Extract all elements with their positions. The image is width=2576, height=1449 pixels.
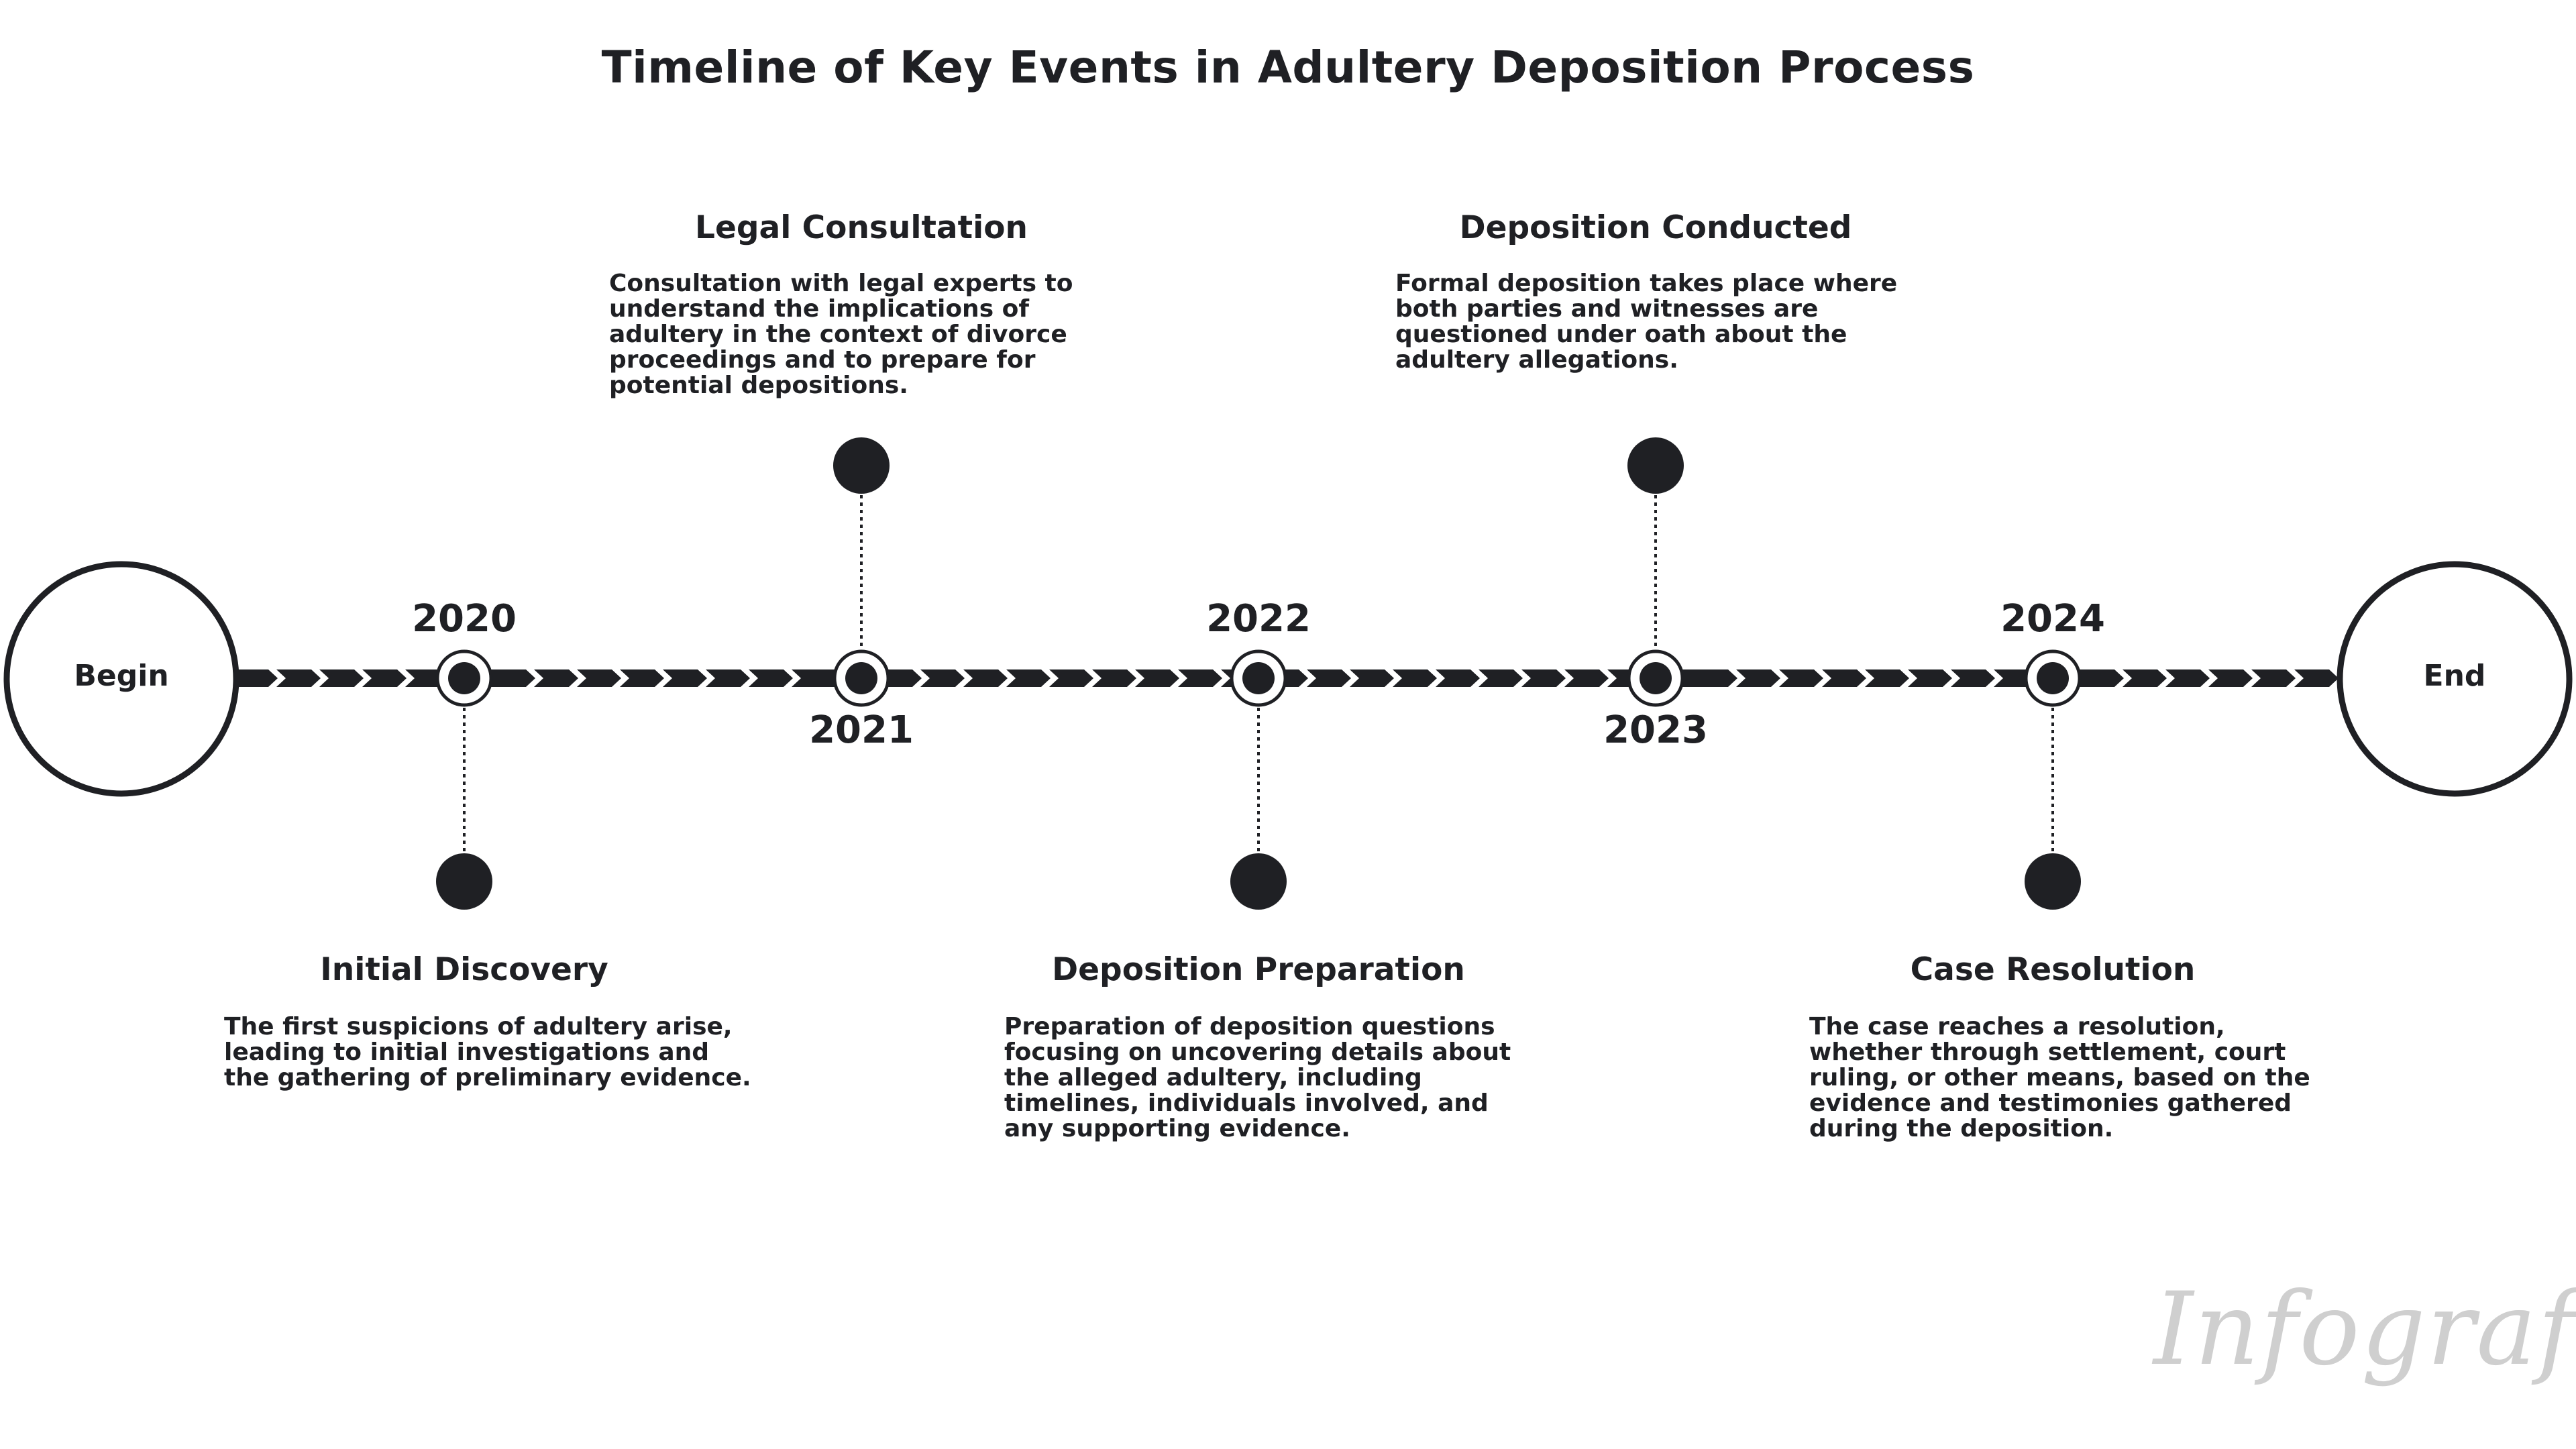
event-desc-case-resolution: The case reaches a resolution, whether t… [1809,1013,2310,1142]
track-chevron [1900,669,1917,687]
track-chevron [2114,669,2132,687]
year-2021: 2021 [809,708,914,752]
timeline-connectors [463,466,2054,881]
track-chevron [1556,669,1574,687]
track-chevron [526,669,543,687]
track-chevron [1599,669,1617,687]
track-chevron [569,669,586,687]
track-chevron [1385,669,1402,687]
track-chevron [397,669,415,687]
track-chevron [1342,669,1359,687]
track-chevron [1728,669,1746,687]
track-chevron [1127,669,1144,687]
track-chevron [998,669,1016,687]
track-chevron [1170,669,1187,687]
event-title-case-resolution: Case Resolution [1910,951,2196,988]
track-chevron [311,669,329,687]
event-marker-dot [833,437,890,494]
track-chevron [912,669,930,687]
track-chevron [1428,669,1445,687]
track-chevron [1943,669,1960,687]
track-chevron [1771,669,1788,687]
event-title-deposition-conducted: Deposition Conducted [1459,209,1852,246]
event-marker-dot [1230,853,1287,910]
track-chevron [1814,669,1831,687]
track-chevron [1470,669,1488,687]
track-chevron [698,669,715,687]
track-chevron [2286,669,2304,687]
timeline-chevrons [268,669,2347,687]
track-chevron [784,669,801,687]
track-chevron [955,669,973,687]
year-2024: 2024 [2000,597,2105,641]
infografix-watermark-logo: InfografiX [2153,1271,2576,1388]
track-chevron [1213,669,1230,687]
begin-label: Begin [74,659,169,693]
page-title: Timeline of Key Events in Adultery Depos… [601,42,1975,93]
event-desc-deposition-conducted: Formal deposition takes place where both… [1395,270,1898,374]
track-chevron [1986,669,2003,687]
begin-circle [3,561,239,797]
event-title-deposition-preparation: Deposition Preparation [1052,951,1465,988]
track-chevron [1299,669,1316,687]
end-circle [2337,561,2573,797]
event-title-legal-consultation: Legal Consultation [695,209,1028,246]
timeline-node-center [845,662,877,694]
timeline-node-center [1640,662,1672,694]
track-chevron [2243,669,2261,687]
event-desc-legal-consultation: Consultation with legal experts to under… [609,270,1073,399]
event-marker-dot [436,853,492,910]
track-chevron [1084,669,1102,687]
year-2020: 2020 [412,597,517,641]
timeline-node-center [1242,662,1275,694]
watermark-text: InfografiX [2153,1271,2576,1388]
event-marker-dot [1627,437,1684,494]
event-desc-initial-discovery: The first suspicions of adultery arise, … [224,1013,751,1091]
track-chevron [2157,669,2175,687]
event-desc-deposition-preparation: Preparation of deposition questions focu… [1004,1013,1511,1142]
timeline-node-center [448,662,480,694]
track-chevron [1857,669,1874,687]
track-chevron [1041,669,1059,687]
year-2023: 2023 [1603,708,1708,752]
track-chevron [1513,669,1531,687]
track-chevron [741,669,758,687]
track-chevron [354,669,372,687]
track-chevron [655,669,672,687]
year-2022: 2022 [1206,597,1311,641]
end-label: End [2423,659,2486,693]
track-chevron [268,669,286,687]
timeline-nodes [435,437,2082,910]
timeline-track [228,669,2348,687]
event-title-initial-discovery: Initial Discovery [320,951,608,988]
track-chevron [612,669,629,687]
event-marker-dot [2025,853,2081,910]
timeline-node-center [2037,662,2069,694]
track-chevron [2200,669,2218,687]
